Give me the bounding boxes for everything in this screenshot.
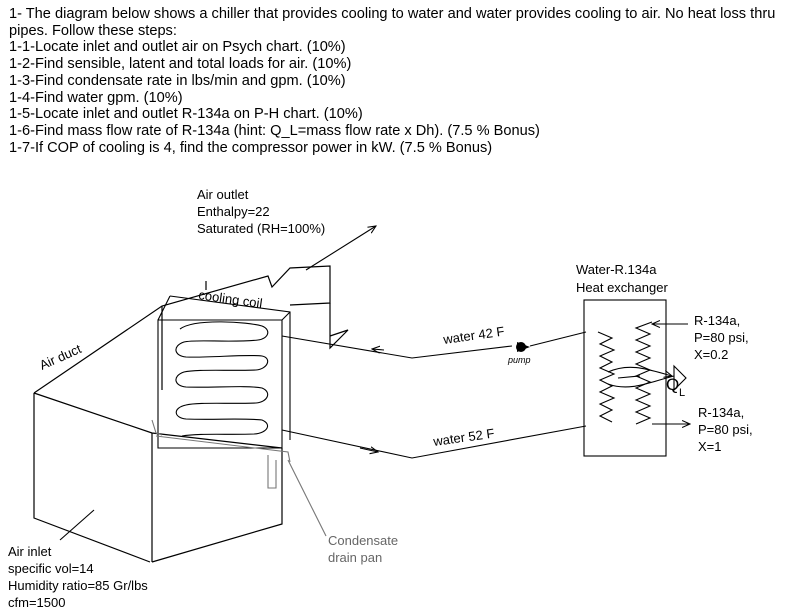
step-1-7: 1-7-If COP of cooling is 4, find the com… [9, 139, 493, 156]
air-inlet-arrow [59, 509, 95, 541]
condensate-label: Condensate drain pan [328, 533, 398, 565]
r134a-inlet-fluid: R-134a, [694, 313, 740, 328]
heat-exchanger [583, 299, 690, 457]
r134a-inlet-label: R-134a, P=80 psi, X=0.2 [694, 313, 749, 362]
cooling-coil-label: cooling coil [198, 287, 264, 311]
air-outlet-saturation: Saturated (RH=100%) [197, 221, 325, 236]
water-return-pipe [281, 425, 587, 459]
water-return-label: water 52 F [431, 426, 495, 450]
air-outlet-arrow [305, 226, 376, 271]
condensate-title: Condensate [328, 533, 398, 548]
water-supply-pipe [281, 331, 587, 359]
step-1-3: 1-3-Find condensate rate in lbs/min and … [9, 72, 346, 89]
r134a-outlet-fluid: R-134a, [698, 405, 744, 420]
cooling-coil [157, 295, 291, 449]
r134a-outlet-quality: X=1 [698, 439, 722, 454]
step-1-2: 1-2-Find sensible, latent and total load… [9, 56, 352, 73]
air-inlet-flow: cfm=1500 [8, 595, 65, 610]
air-outlet-enthalpy: Enthalpy=22 [197, 204, 270, 219]
heat-load-symbol: Q [666, 375, 679, 394]
heat-load-subscript: L [679, 387, 685, 399]
pump-label: pump [507, 355, 531, 365]
r134a-outlet-label: R-134a, P=80 psi, X=1 [698, 405, 753, 454]
air-duct-label: Air duct [37, 341, 84, 373]
pump-icon [516, 342, 530, 352]
air-outlet-label: Air outlet Enthalpy=22 Saturated (RH=100… [197, 187, 325, 236]
r134a-inlet-quality: X=0.2 [694, 347, 728, 362]
air-inlet-humidity-ratio: Humidity ratio=85 Gr/lbs [8, 578, 148, 593]
problem-statement: 1- The diagram below shows a chiller tha… [9, 6, 787, 156]
heat-exchanger-title: Water-R.134a [576, 262, 657, 277]
condensate-drain-pan [151, 419, 327, 537]
air-duct [33, 265, 349, 563]
heat-exchanger-label: Water-R.134a Heat exchanger [576, 262, 668, 295]
step-1-1: 1-1-Locate inlet and outlet air on Psych… [9, 39, 346, 56]
step-1-6: 1-6-Find mass flow rate of R-134a (hint:… [9, 122, 540, 139]
condensate-subtitle: drain pan [328, 550, 382, 565]
air-inlet-label: Air inlet specific vol=14 Humidity ratio… [8, 544, 148, 610]
problem-intro: 1- The diagram below shows a chiller tha… [9, 6, 776, 39]
air-inlet-specific-volume: specific vol=14 [8, 561, 94, 576]
air-inlet-title: Air inlet [8, 544, 52, 559]
heat-exchanger-subtitle: Heat exchanger [576, 280, 668, 295]
r134a-outlet-pressure: P=80 psi, [698, 422, 753, 437]
duct-front-box [33, 392, 283, 563]
air-outlet-title: Air outlet [197, 187, 249, 202]
heat-load-label: Q L [666, 375, 685, 399]
step-1-4: 1-4-Find water gpm. (10%) [9, 89, 183, 106]
water-supply-label: water 42 F [441, 324, 505, 348]
r134a-inlet-pressure: P=80 psi, [694, 330, 749, 345]
step-1-5: 1-5-Locate inlet and outlet R-134a on P-… [9, 106, 363, 123]
